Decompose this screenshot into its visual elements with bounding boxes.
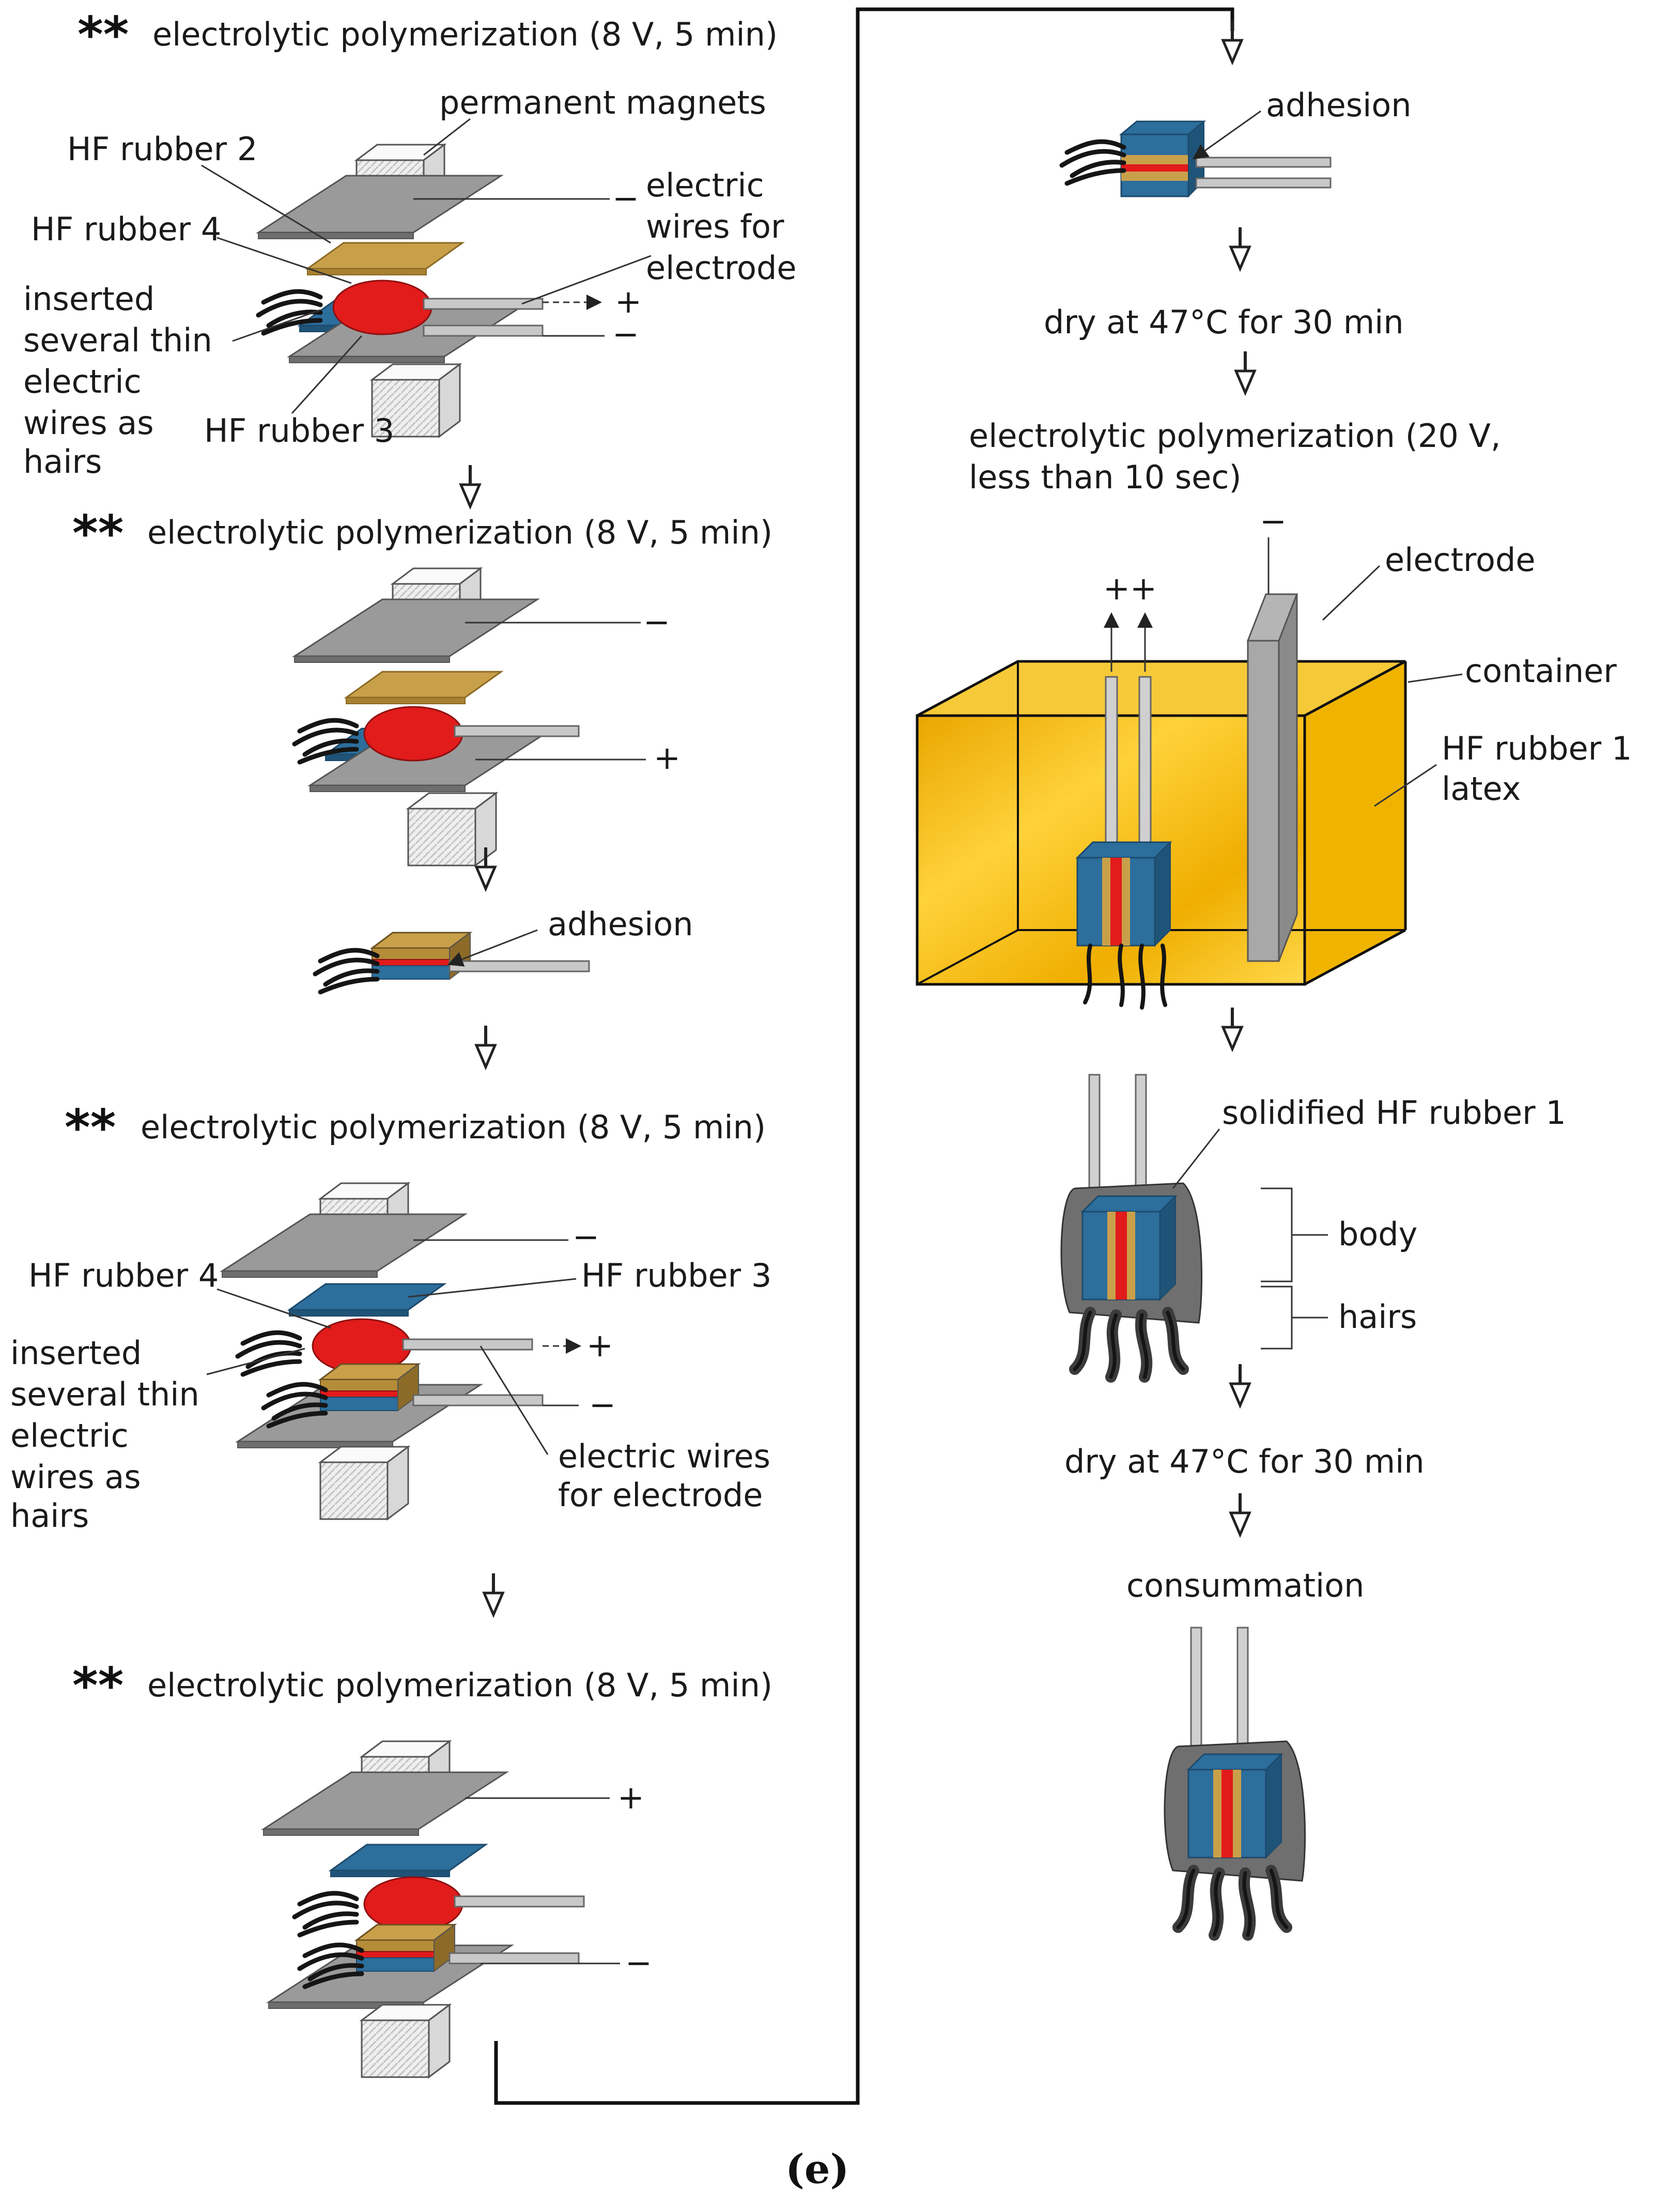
label-inserted-5: hairs — [23, 443, 102, 481]
down-arrow-icon — [1236, 351, 1255, 393]
electrode-plate — [1246, 537, 1298, 962]
immersed-device — [1076, 612, 1171, 1010]
label-permanent-magnets: permanent magnets — [439, 84, 766, 121]
adhesion-block-2 — [1062, 120, 1332, 198]
finished-device — [1164, 1627, 1306, 1941]
step4-minus: − — [625, 1944, 652, 1982]
label-electric-wires-3: electrode — [646, 249, 796, 287]
step-consummation: consummation — [1126, 1567, 1364, 1604]
step2-plus: + — [654, 739, 680, 777]
label-solidified: solidified HF rubber 1 — [1222, 1094, 1566, 1132]
step-ep20-line1: electrolytic polymerization (20 V, — [969, 417, 1501, 455]
down-arrow-icon — [1231, 1493, 1249, 1535]
label-inserted-b-3: electric — [10, 1417, 129, 1455]
body-bracket — [1261, 1187, 1293, 1282]
label-adhesion-2: adhesion — [1266, 86, 1412, 124]
label-hf-rubber-2: HF rubber 2 — [67, 130, 257, 168]
label-hf-rubber-3-b: HF rubber 3 — [581, 1257, 771, 1294]
step2-marker: ** — [72, 505, 123, 562]
label-hf-rubber-1-latex-1: HF rubber 1 — [1442, 730, 1632, 767]
figure-caption: (e) — [785, 2146, 849, 2193]
step3-assembly — [221, 1182, 581, 1520]
label-electric-wires-2: wires for — [646, 208, 784, 245]
step1-minus-top: − — [612, 179, 639, 217]
label-electric-wires-1: electric — [646, 166, 764, 204]
label-inserted-4: wires as — [23, 404, 154, 442]
step4-assembly — [262, 1740, 620, 2078]
label-inserted-2: several thin — [23, 321, 212, 359]
step3-plus: + — [586, 1326, 613, 1364]
step3-heading: electrolytic polymerization (8 V, 5 min) — [141, 1108, 766, 1146]
label-electrode: electrode — [1385, 541, 1535, 579]
step1-marker: ** — [78, 7, 129, 64]
label-inserted-b-5: hairs — [10, 1497, 89, 1535]
down-arrow-icon — [1231, 227, 1249, 269]
label-hf-rubber-1-latex-2: latex — [1442, 770, 1521, 808]
step1-assembly — [258, 144, 610, 438]
step4-plus: + — [617, 1778, 644, 1816]
step3-minus-top: − — [573, 1218, 599, 1256]
label-wires-electrode-2: for electrode — [558, 1476, 763, 1514]
connector-line — [494, 7, 1234, 2105]
label-body: body — [1338, 1215, 1417, 1253]
label-inserted-b-2: several thin — [10, 1375, 199, 1413]
label-hf-rubber-4: HF rubber 4 — [31, 210, 221, 248]
step4-marker: ** — [72, 1658, 123, 1714]
label-hf-rubber-4-b: HF rubber 4 — [28, 1257, 219, 1294]
label-double-plus: ++ — [1103, 569, 1157, 607]
step1-plus: + — [615, 283, 642, 320]
label-adhesion-1: adhesion — [548, 905, 693, 943]
step-dry-1: dry at 47°C for 30 min — [1044, 303, 1404, 341]
hairs-bracket — [1261, 1286, 1293, 1350]
down-arrow-icon — [461, 465, 480, 506]
step4-heading: electrolytic polymerization (8 V, 5 min) — [147, 1666, 772, 1704]
electrode-minus: − — [1260, 502, 1287, 540]
down-arrow-icon — [476, 1026, 495, 1067]
step2-minus: − — [643, 603, 670, 641]
label-inserted-3: electric — [23, 363, 142, 400]
label-wires-electrode-1: electric wires — [558, 1437, 770, 1475]
step-dry-2: dry at 47°C for 30 min — [1064, 1443, 1425, 1480]
step1-minus-bottom: − — [612, 315, 639, 353]
down-arrow-icon — [1223, 1008, 1242, 1049]
down-arrow-icon — [1231, 1364, 1249, 1405]
step1-heading: electrolytic polymerization (8 V, 5 min) — [152, 16, 778, 53]
down-arrow-icon — [484, 1573, 503, 1615]
down-arrow-icon — [1223, 21, 1242, 62]
solidified-device — [1060, 1074, 1203, 1383]
label-inserted-b-4: wires as — [10, 1458, 141, 1496]
step3-marker: ** — [65, 1100, 116, 1156]
label-hairs: hairs — [1338, 1298, 1417, 1336]
label-inserted-1: inserted — [23, 280, 154, 318]
step3-minus-bottom: − — [589, 1386, 616, 1424]
label-hf-rubber-3: HF rubber 3 — [204, 412, 394, 450]
label-inserted-b-1: inserted — [10, 1334, 142, 1372]
step2-heading: electrolytic polymerization (8 V, 5 min) — [147, 514, 772, 551]
step2-assembly — [295, 567, 646, 867]
label-container: container — [1465, 652, 1617, 690]
step-ep20-line2: less than 10 sec) — [969, 458, 1242, 496]
